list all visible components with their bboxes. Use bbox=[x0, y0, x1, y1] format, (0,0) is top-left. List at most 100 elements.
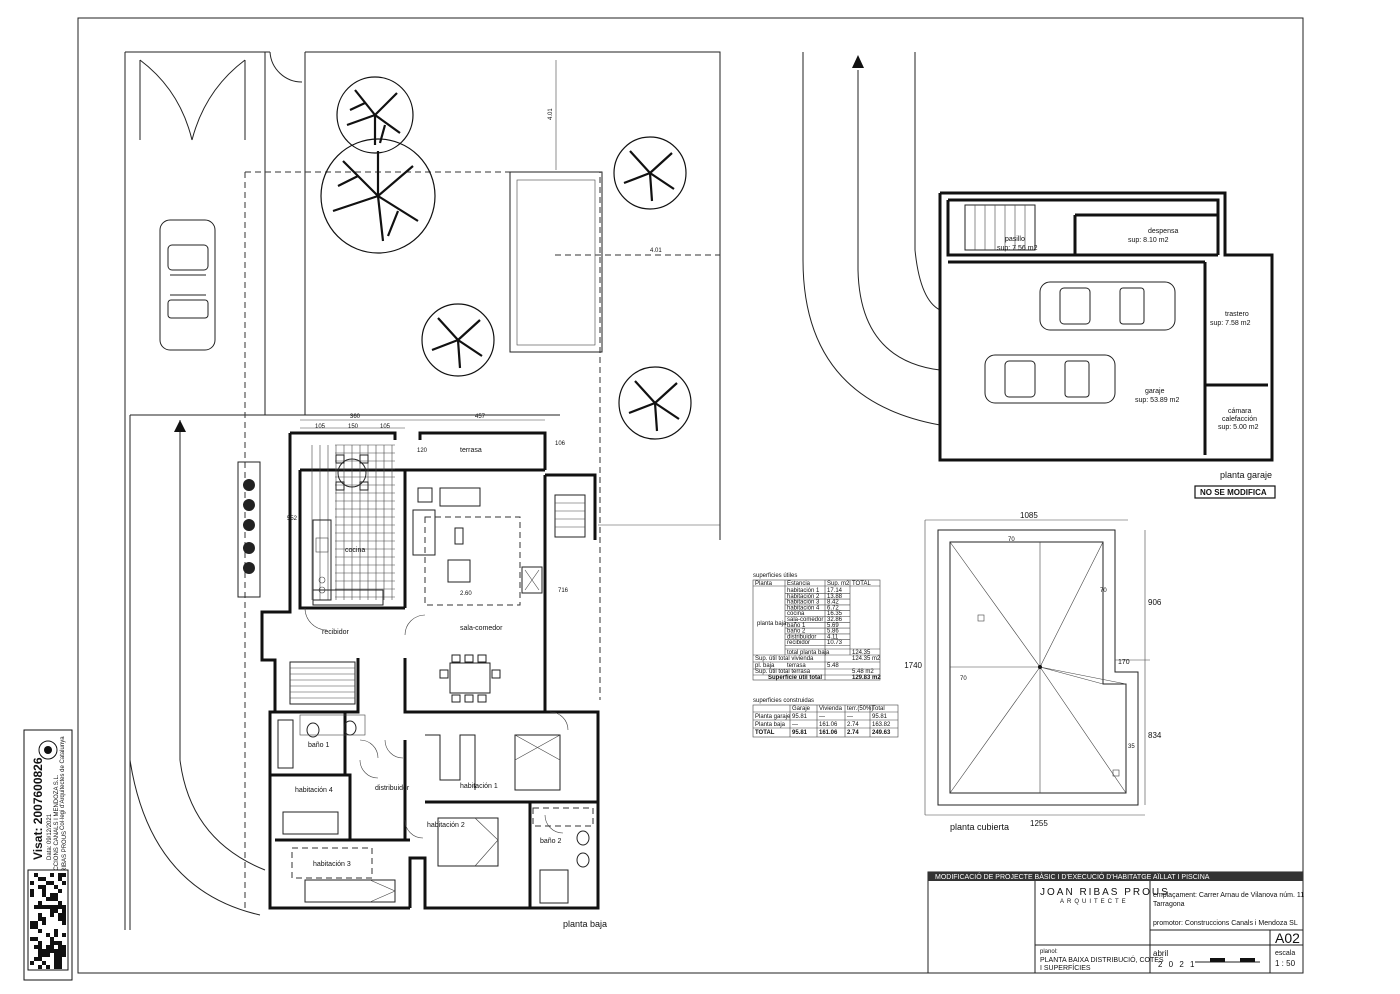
architect-name: JOAN RIBAS PROUS bbox=[1040, 887, 1170, 898]
architect-role: ARQUITECTE bbox=[1060, 899, 1129, 905]
car-icon bbox=[159, 219, 216, 351]
svg-text:457: 457 bbox=[475, 414, 486, 420]
garage-stairs bbox=[964, 204, 1036, 251]
bathroom-2-fixtures bbox=[532, 807, 594, 904]
college-seal-icon bbox=[38, 740, 58, 760]
svg-text:superficies construidas: superficies construidas bbox=[753, 698, 814, 704]
svg-text:105: 105 bbox=[315, 424, 326, 430]
no-se-modifica-box bbox=[1194, 485, 1276, 499]
title-planta-baja: planta baja bbox=[563, 919, 607, 929]
label-terraza: terrasa bbox=[460, 447, 482, 454]
label-cocina: cocina bbox=[345, 547, 365, 554]
svg-text:5.48 m2: 5.48 m2 bbox=[852, 669, 874, 675]
tree-icon bbox=[613, 136, 687, 210]
label-habitacion-2: habitación 2 bbox=[427, 822, 465, 829]
construidas-cell: Planta baja bbox=[755, 722, 786, 728]
car-icon bbox=[1039, 281, 1176, 331]
svg-text:70: 70 bbox=[960, 676, 967, 682]
door-swings bbox=[304, 607, 569, 839]
construidas-cell: 2.74 bbox=[847, 722, 859, 728]
construidas-header: Garaje bbox=[792, 706, 811, 712]
svg-text:70: 70 bbox=[1008, 537, 1015, 543]
car-icon bbox=[984, 354, 1116, 404]
svg-text:garaje: garaje bbox=[1145, 388, 1165, 395]
svg-text:105: 105 bbox=[380, 424, 391, 430]
tree-icon bbox=[320, 138, 436, 254]
planol-label: planol: bbox=[1040, 949, 1058, 955]
roof-plan bbox=[937, 529, 1139, 806]
city: Tarragona bbox=[1153, 901, 1185, 908]
construidas-cell: 161.06 bbox=[819, 722, 838, 728]
svg-text:716: 716 bbox=[558, 588, 569, 594]
planol-title-1: PLANTA BAIXA DISTRIBUCIÓ, COTES bbox=[1040, 955, 1164, 964]
svg-text:120: 120 bbox=[417, 448, 428, 454]
svg-text:trastero: trastero bbox=[1225, 311, 1249, 318]
label-sala-comedor: sala-comedor bbox=[460, 625, 503, 632]
utiles-row-value: 6.72 bbox=[827, 605, 839, 611]
sofa-icon bbox=[412, 487, 481, 556]
utiles-row-name: sala-comedor bbox=[787, 617, 823, 623]
construidas-header: terr.(50%) bbox=[847, 706, 873, 712]
svg-text:834: 834 bbox=[1148, 731, 1162, 740]
garage-driveway bbox=[802, 52, 941, 426]
title-block: MODIFICACIÓ DE PROJECTE BÀSIC I D'EXECUC… bbox=[927, 871, 1304, 974]
utiles-row-value: 5.86 bbox=[827, 629, 839, 635]
kitchen-table-icon bbox=[335, 454, 369, 491]
svg-text:calefacción: calefacción bbox=[1222, 416, 1257, 423]
label-bano-1: baño 1 bbox=[308, 742, 330, 749]
utiles-row-name: recibidor bbox=[787, 640, 810, 646]
house-walls bbox=[260, 431, 600, 910]
svg-text:sup: 5.00 m2: sup: 5.00 m2 bbox=[1218, 424, 1259, 431]
kitchen-floor-tiles bbox=[311, 444, 395, 600]
svg-text:5.48: 5.48 bbox=[827, 663, 839, 669]
svg-text:124.35 m2: 124.35 m2 bbox=[852, 656, 881, 662]
hedge bbox=[237, 461, 261, 598]
sheet-number: A02 bbox=[1275, 930, 1300, 946]
tree-icon bbox=[618, 366, 692, 440]
utiles-row-value: 17.14 bbox=[827, 588, 843, 594]
svg-text:cámara: cámara bbox=[1228, 408, 1251, 415]
construidas-cell: — bbox=[819, 714, 825, 720]
stamp-line-1: Titular: CONSTRUCCIONS CANALS I MENDOZA … bbox=[54, 774, 60, 920]
utiles-row-name: baño 2 bbox=[787, 629, 806, 635]
svg-text:906: 906 bbox=[1148, 598, 1162, 607]
sheet-border bbox=[77, 17, 1304, 974]
dining-table-icon bbox=[439, 654, 501, 703]
pool bbox=[509, 171, 603, 353]
label-distribuidor: distribuidor bbox=[375, 785, 410, 792]
gate-icon bbox=[139, 51, 303, 141]
tree-icon bbox=[336, 76, 414, 154]
armchair-icon bbox=[447, 527, 471, 583]
svg-text:planta baja: planta baja bbox=[757, 621, 787, 627]
svg-text:total planta baja: total planta baja bbox=[787, 650, 830, 656]
title-planta-cubierta: planta cubierta bbox=[950, 822, 1009, 832]
svg-text:sup: 7.58 m2: sup: 7.58 m2 bbox=[1210, 320, 1251, 327]
construidas-cell: Planta garaje bbox=[755, 714, 791, 720]
no-se-modifica-label: NO SE MODIFICA bbox=[1200, 488, 1267, 497]
room-labels-planta-baja: terrasa cocina recibidor sala-comedor ba… bbox=[295, 447, 607, 929]
svg-text:superficies útiles: superficies útiles bbox=[753, 573, 797, 579]
entry-arrow-icon bbox=[174, 420, 186, 432]
svg-text:sup: 53.89 m2: sup: 53.89 m2 bbox=[1135, 397, 1179, 404]
tree-icon bbox=[421, 303, 495, 377]
svg-text:35: 35 bbox=[1128, 744, 1135, 750]
bed-icon bbox=[514, 734, 561, 791]
rug bbox=[291, 847, 373, 879]
utiles-row-value: 4.11 bbox=[827, 634, 839, 640]
utiles-row-value: 10.73 bbox=[827, 640, 843, 646]
utiles-row-name: habitación 4 bbox=[787, 605, 820, 611]
utiles-row-value: 32.86 bbox=[827, 617, 843, 623]
utiles-row-name: baño 1 bbox=[787, 623, 806, 629]
construidas-cell: — bbox=[792, 722, 798, 728]
visat-number: Visat: 2007600826 bbox=[31, 757, 45, 860]
construidas-cell: 2.74 bbox=[847, 730, 859, 736]
visat-date: Data: 09/12/2021 bbox=[47, 813, 53, 860]
roof-dimensions: 1085 1740 906 834 1255 170 70 70 70 35 bbox=[904, 511, 1162, 828]
construidas-cell: 95.81 bbox=[792, 730, 808, 736]
terrace-steps bbox=[554, 494, 720, 538]
qr-code bbox=[27, 869, 69, 971]
svg-text:70: 70 bbox=[1100, 588, 1107, 594]
label-habitacion-4: habitación 4 bbox=[295, 787, 333, 794]
planol-title-2: I SUPERFÍCIES bbox=[1040, 963, 1091, 972]
